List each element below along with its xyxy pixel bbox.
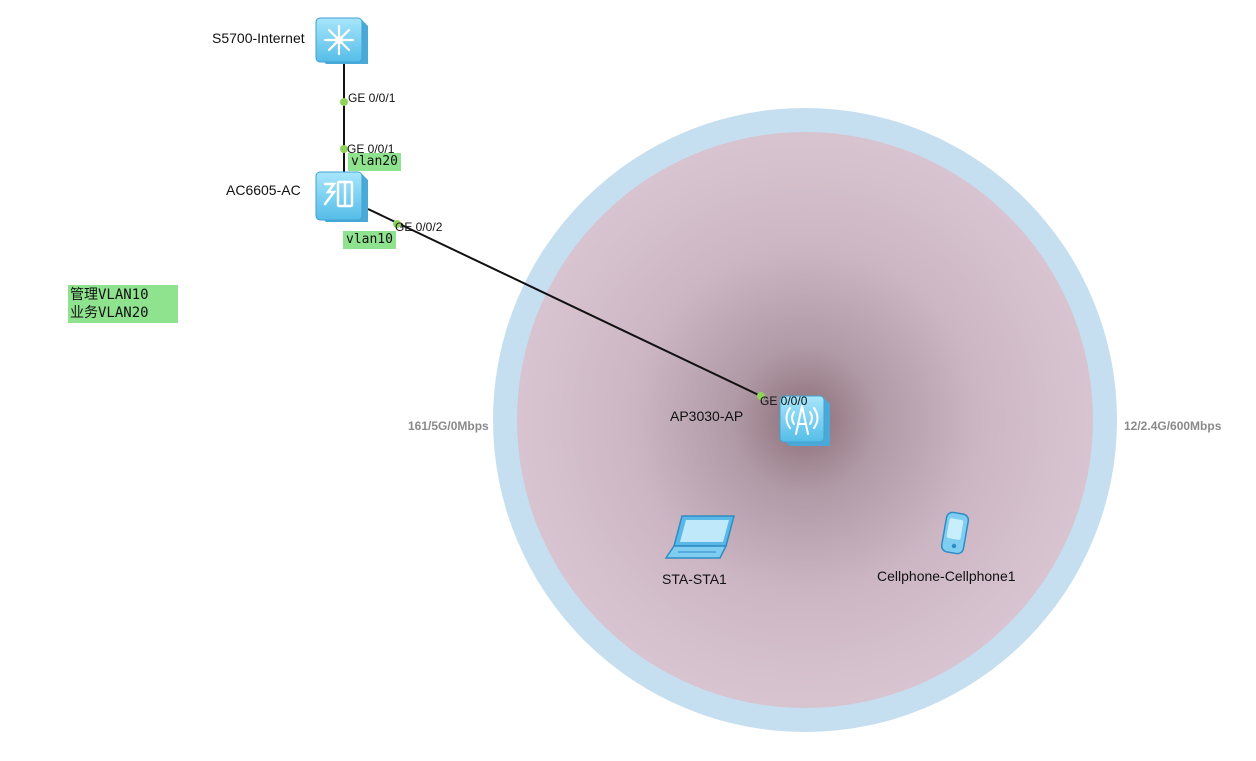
ap-label: AP3030-AP [670,408,744,424]
ac-label: AC6605-AC [226,182,301,198]
port-dot-ac-ge001 [340,145,348,153]
vlan-tag-lower: vlan10 [343,231,396,249]
legend-line-service: 业务VLAN20 [70,305,149,321]
switch-device[interactable] [314,16,370,66]
link-ac-ap[interactable] [367,208,766,399]
phone-label: Cellphone-Cellphone1 [877,568,1016,584]
port-dot-ac-ge002 [393,220,401,228]
radio-info-left: 161/5G/0Mbps [408,419,489,433]
sta-device[interactable] [664,512,736,564]
phone-device[interactable] [938,510,970,556]
switch-icon [315,17,368,64]
vlan-tag-upper: vlan20 [348,153,401,171]
port-dot-switch-ge001 [340,98,348,106]
laptop-icon [664,515,735,559]
ap-device[interactable] [778,394,832,448]
legend-line-management: 管理VLAN10 [70,287,149,303]
cellphone-icon [940,511,970,555]
port-label-switch-ge001: GE 0/0/1 [348,91,396,105]
ac-device[interactable] [314,170,370,224]
port-label-ac-ge002: GE 0/0/2 [395,220,443,234]
port-dot-ap-ge000 [757,392,765,400]
access-controller-icon [315,171,368,222]
vlan-legend-note: 管理VLAN10 业务VLAN20 [68,285,178,323]
radio-info-right: 12/2.4G/600Mbps [1124,419,1222,433]
port-label-ac-ge001: GE 0/0/1 [347,142,395,156]
sta-label: STA-STA1 [662,571,727,587]
port-label-ap-ge000: GE 0/0/0 [760,394,808,408]
switch-label: S5700-Internet [212,30,305,46]
access-point-icon [779,395,830,446]
